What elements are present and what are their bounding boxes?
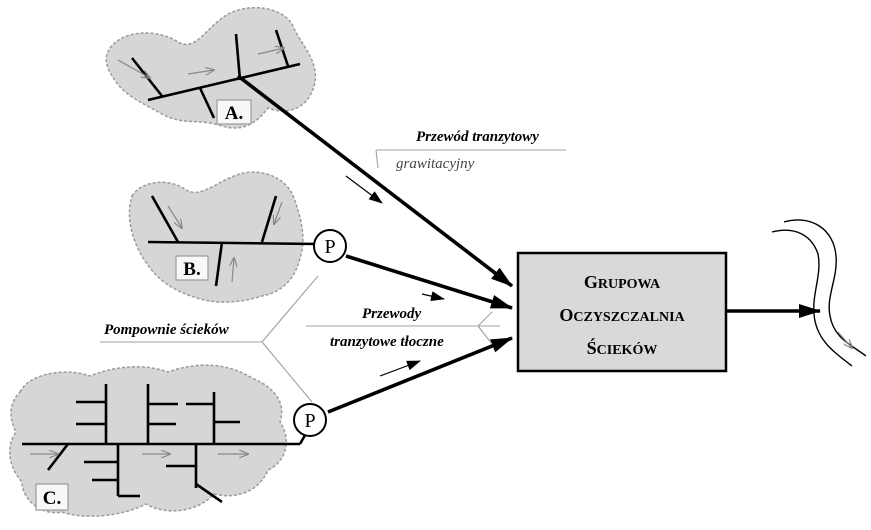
pressure-pipe-b <box>345 254 513 310</box>
zone-b-area <box>128 171 304 303</box>
zone-b-label: B. <box>183 259 200 280</box>
river-flow-arrow <box>837 331 852 348</box>
pump-station-c: P <box>293 403 327 437</box>
pressure-flow-arrow-lower <box>379 360 421 377</box>
pressure-pipes-label-line1: Przewody <box>362 306 422 322</box>
pressure-pipes-label-line2: tranzytowe tłoczne <box>330 334 444 350</box>
treatment-plant: GRUPOWA OCZYSZCZALNIA ŚCIEKÓW <box>516 251 728 373</box>
plant-title-line3: ŚCIEKÓW <box>587 337 658 358</box>
catchment-zone-c: C. <box>9 364 300 517</box>
transit-pipes <box>236 74 514 445</box>
treatment-plant-box <box>516 251 728 373</box>
catchment-zone-b: B. <box>128 171 319 303</box>
zone-b-sewer-network <box>147 195 319 287</box>
flow-direction-arrows <box>345 175 445 377</box>
pump-stations-label: Pompownie ścieków <box>104 322 230 338</box>
zone-b-flow-arrows <box>167 201 283 283</box>
pressure-flow-arrow-upper <box>421 291 445 301</box>
river-bank-right <box>783 219 867 357</box>
pump-station-b: P <box>313 229 347 263</box>
river-bank-left <box>771 229 853 367</box>
gravity-pipe-label-line1: Przewód tranzytowy <box>416 129 539 145</box>
pump-c-circle <box>293 403 327 437</box>
plant-title-line2: OCZYSZCZALNIA <box>559 305 685 325</box>
gravity-flow-arrow <box>345 175 383 204</box>
pump-b-circle <box>313 229 347 263</box>
pump-b-label: P <box>324 236 335 258</box>
zone-b-label-box: B. <box>175 255 209 281</box>
receiving-river <box>771 219 867 367</box>
zone-a-label-box: A. <box>216 99 252 125</box>
zone-a-flow-arrows <box>117 48 284 78</box>
pressure-pipe-c <box>327 336 513 414</box>
zone-c-sewer-network <box>22 384 300 504</box>
zone-a-label: A. <box>225 103 243 124</box>
zone-c-label-box: C. <box>35 483 69 511</box>
gravity-pipe-label-line2: grawitacyjny <box>396 156 475 172</box>
catchment-zone-a: A. <box>105 6 317 129</box>
plant-title-line1: GRUPOWA <box>584 272 661 292</box>
annotation-lines <box>100 149 566 403</box>
pump-c-label: P <box>304 410 315 432</box>
zone-c-label: C. <box>43 488 61 509</box>
gravity-transit-pipe <box>236 74 514 288</box>
